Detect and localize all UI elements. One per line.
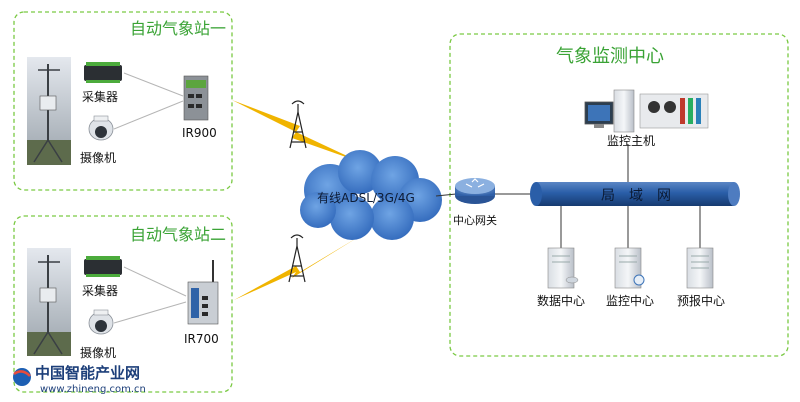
center-title: 气象监测中心: [556, 46, 664, 67]
station2-collector-label: 采集器: [82, 283, 118, 298]
gateway-label: 中心网关: [453, 213, 497, 227]
station2-frame: [13, 215, 233, 393]
station2-title: 自动气象站二: [130, 225, 226, 244]
control-panel-icon: [639, 93, 709, 129]
cloud-label: 有线ADSL/3G/4G: [317, 191, 415, 205]
tower-icon: [288, 234, 306, 283]
monitoring-center-server-icon: [614, 247, 645, 289]
server-label-forecast: 预报中心: [677, 293, 725, 308]
data-center-server-icon: [547, 247, 579, 289]
wireless-link-bolt: [234, 236, 360, 300]
server-label-data: 数据中心: [537, 293, 585, 308]
gateway-router-icon: [455, 178, 495, 204]
collector-device-icon: [84, 256, 122, 277]
server-label-monitor: 监控中心: [606, 293, 654, 308]
camera-icon: [88, 115, 114, 141]
station1-collector-label: 采集器: [82, 89, 118, 104]
tower-icon: [289, 100, 307, 149]
collector-device-icon: [84, 62, 122, 83]
camera-icon: [88, 309, 114, 335]
ir900-router-icon: [183, 75, 209, 121]
watermark-name: 中国智能产业网: [35, 364, 140, 382]
station1-title: 自动气象站一: [130, 19, 226, 38]
site-logo-icon: [13, 368, 31, 386]
station2-camera-label: 摄像机: [80, 345, 116, 360]
lan-label: 局 域 网: [601, 188, 671, 204]
ir700-router-icon: [187, 260, 219, 325]
weather-station-photo: [27, 248, 71, 356]
monitor-host-icon: [584, 89, 635, 133]
station1-frame: [13, 11, 233, 191]
lan-bus: [530, 182, 740, 206]
weather-station-photo: [27, 57, 71, 165]
forecast-center-server-icon: [686, 247, 714, 289]
wireless-link-bolt: [232, 100, 360, 162]
station1-router-label: IR900: [182, 126, 217, 140]
station2-router-label: IR700: [184, 332, 219, 346]
station1-camera-label: 摄像机: [80, 150, 116, 165]
watermark-url: www.zhineng.com.cn: [40, 384, 146, 395]
host-label: 监控主机: [607, 134, 655, 148]
internet-cloud: [300, 150, 442, 240]
